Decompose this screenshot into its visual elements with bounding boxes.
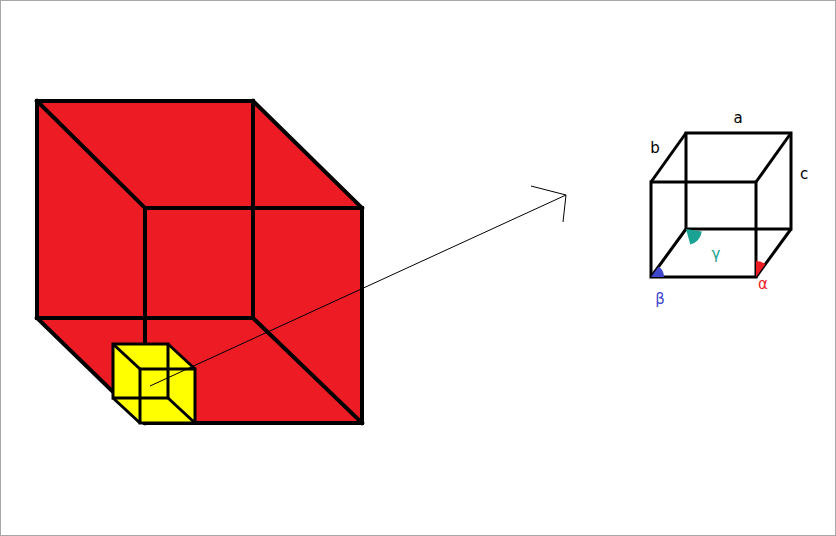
angle-label: γ [712,247,721,262]
large-cube [37,101,362,423]
angle-label: α [758,277,768,292]
enlarged-cube [651,133,791,277]
angle-mark-gamma [686,229,702,244]
edge-label: a [733,111,742,126]
angle-mark-beta [651,266,664,277]
small-cube [113,344,195,423]
edge-label: b [650,141,660,156]
angle-label: β [655,292,665,307]
edge-label: c [800,167,808,182]
angle-mark-alpha [756,261,765,277]
zoom-arrow [150,186,566,386]
